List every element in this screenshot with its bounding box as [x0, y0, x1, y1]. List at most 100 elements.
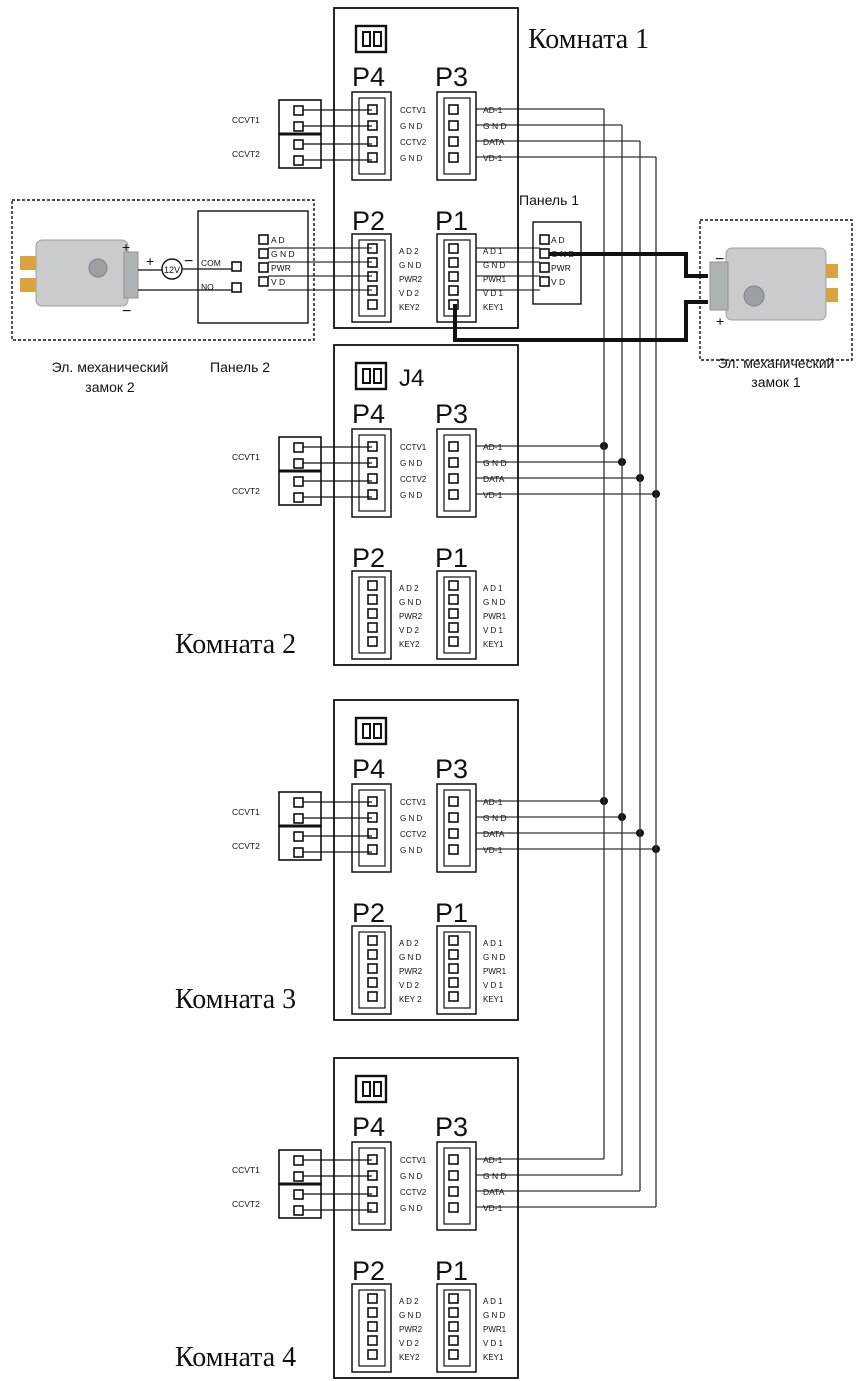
cctv-block	[278, 133, 322, 169]
p4-pin-label: G N D	[400, 154, 422, 163]
p1-pin	[448, 949, 459, 960]
p1-pin-label: G N D	[483, 261, 505, 270]
p4-pin-label: G N D	[400, 459, 422, 468]
p1-connector	[436, 570, 477, 660]
p1-label: P1	[435, 898, 468, 928]
p3-pin	[448, 473, 459, 484]
p4-pin-label: G N D	[400, 122, 422, 131]
indicator-slot	[373, 368, 382, 384]
p3-pin	[448, 812, 459, 823]
p2-pin-label: KEY2	[399, 1353, 420, 1362]
p3-pin	[448, 1186, 459, 1197]
p1-pin	[448, 622, 459, 633]
p4-inner	[358, 1147, 386, 1225]
p1-inner	[443, 1289, 471, 1367]
p3-pin	[448, 136, 459, 147]
p4-pin	[367, 1202, 378, 1213]
p1-pin	[448, 608, 459, 619]
indicator-frame	[354, 24, 388, 54]
p1-pin-label: V D 1	[483, 1339, 504, 1348]
p2-pin-label: KEY2	[399, 640, 420, 649]
lock2-knob	[88, 258, 108, 278]
p3-pin-label: VD-1	[483, 1203, 503, 1213]
p4-pin-label: CCTV1	[400, 1156, 427, 1165]
p4-label: P4	[352, 62, 385, 92]
p1-pin	[448, 271, 459, 282]
p4-connector	[351, 91, 392, 181]
p3-pin-label: AD-1	[483, 1155, 503, 1165]
panel2-pin-label: A D	[271, 235, 285, 245]
p2-pin-label: G N D	[399, 1311, 421, 1320]
p3-label: P3	[435, 62, 468, 92]
p3-pin-label: G N D	[483, 121, 507, 131]
p2-label: P2	[352, 206, 385, 236]
p3-pin-label: DATA	[483, 1187, 505, 1197]
p3-pin	[448, 828, 459, 839]
p2-pin	[367, 1349, 378, 1360]
p1-pin	[448, 1293, 459, 1304]
p2-inner	[358, 576, 386, 654]
p1-pin-label: PWR1	[483, 967, 507, 976]
panel2-no-label: NO	[201, 282, 214, 292]
p4-connector	[351, 783, 392, 873]
lock2-body	[35, 239, 129, 307]
p1-pin-label: G N D	[483, 1311, 505, 1320]
cctv-pin	[293, 458, 304, 469]
p1-pin	[448, 580, 459, 591]
p3-pin-label: AD-1	[483, 105, 503, 115]
p2-pin-label: A D 2	[399, 247, 419, 256]
indicator-slot	[362, 368, 371, 384]
p1-pin	[448, 636, 459, 647]
p4-pin-label: G N D	[400, 491, 422, 500]
indicator-slot	[362, 1081, 371, 1097]
indicator-slot	[373, 1081, 382, 1097]
p3-pin	[448, 152, 459, 163]
room-title: Комната 3	[175, 984, 296, 1015]
panel2-com-label: COM	[201, 258, 221, 268]
panel2-pin-label: V D	[271, 277, 285, 287]
p3-inner	[443, 434, 471, 512]
panel1-frame	[532, 221, 582, 305]
cctv1-label: CCVT1	[232, 1165, 260, 1175]
panel1-pin	[539, 276, 550, 287]
p1-pin-label: V D 1	[483, 289, 504, 298]
p2-label: P2	[352, 1256, 385, 1286]
p2-pin-label: V D 2	[399, 981, 420, 990]
p3-pin-label: DATA	[483, 474, 505, 484]
indicator-icon	[354, 361, 388, 391]
p1-label: P1	[435, 206, 468, 236]
p2-inner	[358, 1289, 386, 1367]
cctv-pin	[293, 847, 304, 858]
p4-inner	[358, 434, 386, 512]
p2-pin	[367, 977, 378, 988]
cctv-block	[278, 791, 322, 827]
p1-pin-label: PWR1	[483, 1325, 507, 1334]
indicator-frame	[354, 1074, 388, 1104]
p3-pin-label: DATA	[483, 137, 505, 147]
p3-pin	[448, 1154, 459, 1165]
p3-pin	[448, 104, 459, 115]
p4-pin-label: CCTV2	[400, 830, 427, 839]
cctv-pin	[293, 155, 304, 166]
room-title: Комната 4	[175, 1342, 296, 1373]
cctv-pin	[293, 476, 304, 487]
p4-pin-label: CCTV2	[400, 138, 427, 147]
p2-pin	[367, 580, 378, 591]
p1-pin	[448, 285, 459, 296]
p4-pin	[367, 844, 378, 855]
lock1-bolt	[826, 288, 838, 302]
p4-pin-label: CCTV1	[400, 798, 427, 807]
lock1-wire-minus	[549, 252, 708, 278]
p2-pin	[367, 935, 378, 946]
p2-pin-label: G N D	[399, 261, 421, 270]
p2-connector	[351, 925, 392, 1015]
p4-pin	[367, 828, 378, 839]
p3-inner	[443, 789, 471, 867]
indicator-slot	[362, 723, 371, 739]
p3-pin	[448, 796, 459, 807]
p1-pin	[448, 935, 459, 946]
p2-pin	[367, 1335, 378, 1346]
p2-pin	[367, 1321, 378, 1332]
